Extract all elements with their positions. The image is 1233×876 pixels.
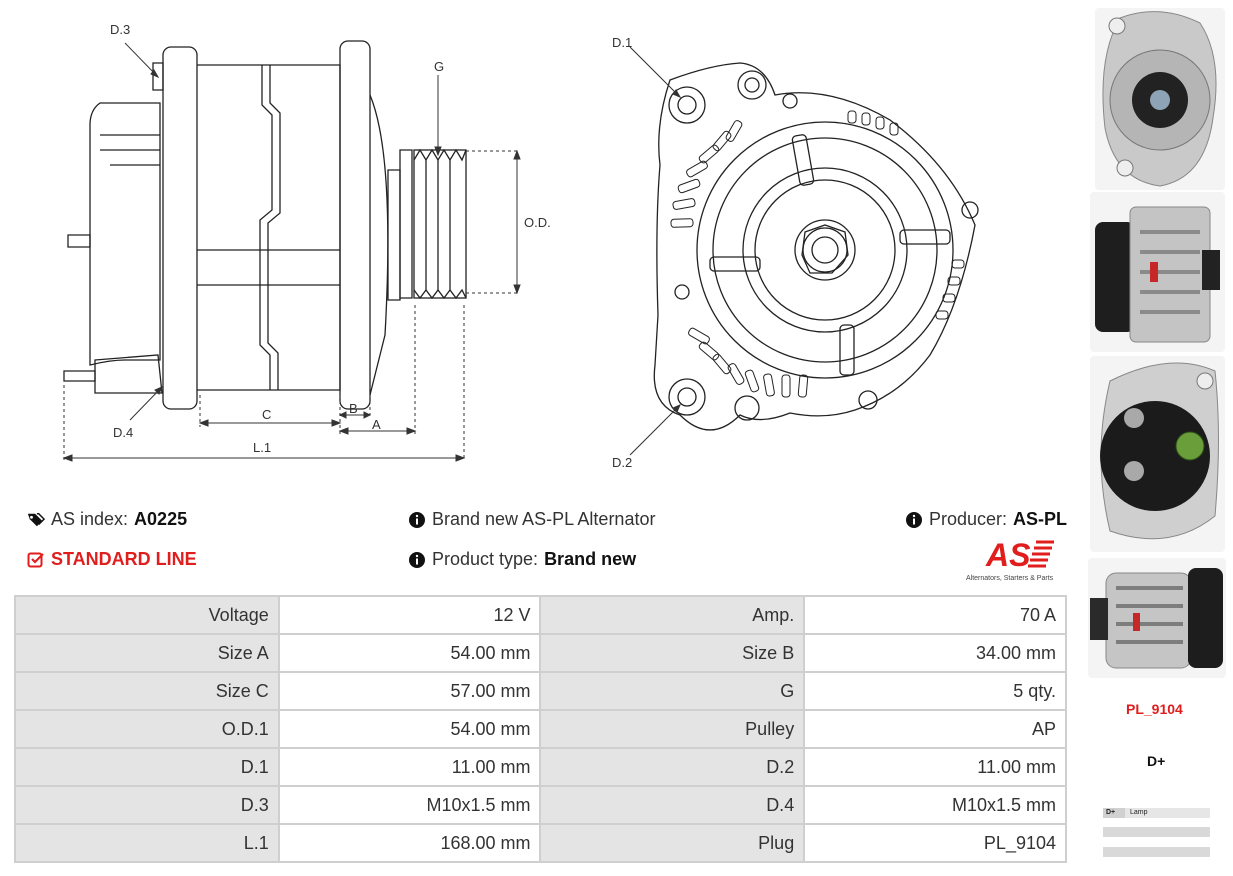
terminal-legend-row (1103, 847, 1210, 857)
spec-key: Size C (16, 673, 278, 709)
spec-key: G (541, 673, 804, 709)
product-type-value: Brand new (544, 549, 637, 569)
spec-key: Amp. (541, 597, 804, 633)
info-circle-icon (906, 511, 922, 528)
as-index-value: A0225 (134, 509, 188, 529)
producer: Producer: AS-PL (905, 509, 1067, 530)
label-a: A (372, 417, 381, 432)
spec-value: 11.00 mm (279, 749, 540, 785)
description-text: Brand new AS-PL Alternator (432, 509, 656, 529)
product-type-label: Product type: (432, 549, 539, 569)
spec-key: D.1 (16, 749, 278, 785)
product-photo-rear[interactable] (1090, 356, 1225, 552)
label-d3: D.3 (110, 22, 130, 37)
spec-value: 5 qty. (805, 673, 1065, 709)
standard-line-badge: STANDARD LINE (27, 549, 197, 570)
as-index: AS index: A0225 (27, 509, 187, 530)
info-circle-icon (409, 551, 425, 568)
label-l1: L.1 (253, 440, 271, 455)
label-d2: D.2 (612, 455, 632, 470)
as-pl-logo: AS Alternators, Starters & Parts (966, 537, 1054, 582)
label-d4: D.4 (113, 425, 133, 440)
side-view-drawing: D.3 D.4 G O.D.1 C B A L.1 (62, 22, 550, 462)
terminal-legend-row: D+ Lamp (1103, 808, 1210, 818)
plug-code-link[interactable]: PL_9104 (1126, 701, 1183, 717)
spec-value: 54.00 mm (279, 635, 540, 671)
table-row: Size C 57.00 mm G 5 qty. (16, 673, 1065, 709)
spec-value: M10x1.5 mm (279, 787, 540, 823)
table-row: Voltage 12 V Amp. 70 A (16, 597, 1065, 633)
specs-table: Voltage 12 V Amp. 70 A Size A 54.00 mm S… (14, 595, 1067, 863)
product-photo-front[interactable] (1095, 8, 1225, 190)
producer-label: Producer: (929, 509, 1008, 529)
terminal-label: D+ (1147, 753, 1166, 769)
spec-value: 34.00 mm (805, 635, 1065, 671)
product-photo-angle[interactable] (1088, 558, 1226, 678)
spec-value: AP (805, 711, 1065, 747)
front-view-drawing: D.1 D.2 (612, 35, 979, 470)
logo-tagline: Alternators, Starters & Parts (966, 575, 1054, 582)
table-row: D.1 11.00 mm D.2 11.00 mm (16, 749, 1065, 785)
as-index-label: AS index: (51, 509, 129, 529)
spec-key: Size B (541, 635, 804, 671)
standard-line-label: STANDARD LINE (51, 549, 197, 569)
spec-value: PL_9104 (805, 825, 1065, 861)
table-row: O.D.1 54.00 mm Pulley AP (16, 711, 1065, 747)
check-square-icon (27, 552, 44, 567)
spec-key: L.1 (16, 825, 278, 861)
table-row: L.1 168.00 mm Plug PL_9104 (16, 825, 1065, 861)
spec-value: 70 A (805, 597, 1065, 633)
spec-key: Size A (16, 635, 278, 671)
table-row: D.3 M10x1.5 mm D.4 M10x1.5 mm (16, 787, 1065, 823)
producer-value: AS-PL (1013, 509, 1068, 529)
spec-key: Plug (541, 825, 804, 861)
spec-key: Voltage (16, 597, 278, 633)
spec-value: 54.00 mm (279, 711, 540, 747)
logo-text: AS (985, 537, 1031, 573)
terminal-desc: Lamp (1130, 809, 1148, 816)
spec-key: D.4 (541, 787, 804, 823)
label-c: C (262, 407, 271, 422)
info-circle-icon (409, 511, 425, 528)
spec-key: Pulley (541, 711, 804, 747)
tags-icon (27, 512, 45, 526)
spec-key: D.3 (16, 787, 278, 823)
terminal-legend-row (1103, 827, 1210, 837)
product-photo-side[interactable] (1090, 192, 1225, 352)
label-od1: O.D.1 (524, 215, 550, 230)
description: Brand new AS-PL Alternator (408, 509, 655, 530)
spec-value: 57.00 mm (279, 673, 540, 709)
terminal-short: D+ (1103, 808, 1125, 818)
label-d1: D.1 (612, 35, 632, 50)
spec-key: O.D.1 (16, 711, 278, 747)
label-b: B (349, 401, 358, 416)
label-g: G (434, 59, 444, 74)
spec-value: 168.00 mm (279, 825, 540, 861)
spec-value: M10x1.5 mm (805, 787, 1065, 823)
product-type: Product type: Brand new (408, 549, 636, 570)
table-row: Size A 54.00 mm Size B 34.00 mm (16, 635, 1065, 671)
spec-value: 11.00 mm (805, 749, 1065, 785)
spec-key: D.2 (541, 749, 804, 785)
spec-value: 12 V (279, 597, 540, 633)
